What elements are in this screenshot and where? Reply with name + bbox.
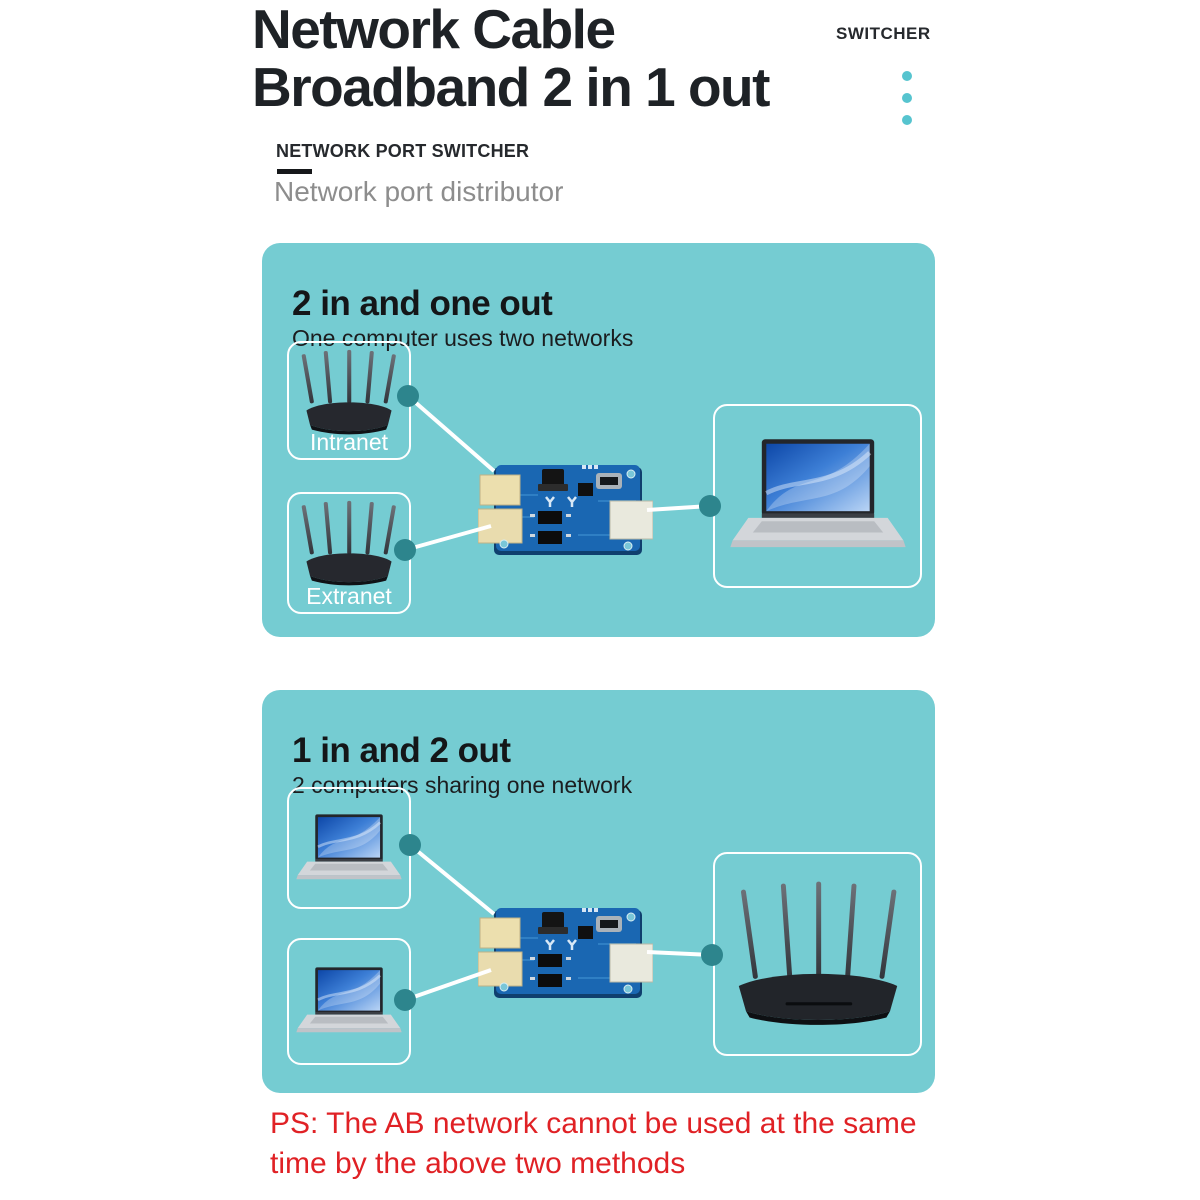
dot-icon [902, 71, 912, 81]
panel-title: 2 in and one out [292, 284, 553, 324]
circuit-board-icon [477, 455, 654, 570]
panel-1-in-2-out: 1 in and 2 out 2 computers sharing one n… [262, 690, 935, 1093]
switcher-badge: SWITCHER [836, 24, 931, 43]
page-title-line2: Broadband 2 in 1 out [252, 56, 770, 118]
router-icon [738, 881, 897, 1025]
page-title: Network Cable Broadband 2 in 1 out [252, 0, 770, 118]
footer-warning-line1: PS: The AB network cannot be used at the… [270, 1107, 917, 1140]
three-dots-icon [902, 71, 912, 125]
extranet-label: Extranet [306, 583, 392, 609]
router-box [713, 852, 922, 1056]
subtitle: Network port distributor [274, 176, 564, 207]
extranet-router-box: Extranet [287, 492, 411, 614]
footer-warning-line2: time by the above two methods [270, 1147, 686, 1180]
dot-icon [902, 93, 912, 103]
footer-warning: PS: The AB network cannot be used at the… [270, 1104, 917, 1184]
panel-subtitle: 2 computers sharing one network [292, 772, 633, 798]
panel-2-in-1-out: 2 in and one out One computer uses two n… [262, 243, 935, 637]
panel-title: 1 in and 2 out [292, 731, 511, 771]
router-icon [301, 500, 396, 586]
connection-line [646, 504, 711, 512]
circuit-board-icon [477, 898, 654, 1013]
laptop-box [287, 787, 411, 909]
dot-icon [902, 115, 912, 125]
connection-line [646, 950, 713, 957]
panel-subtitle: One computer uses two networks [292, 325, 634, 351]
intranet-router-box: Intranet [287, 341, 411, 460]
laptop-box [713, 404, 922, 588]
laptop-icon [296, 813, 402, 879]
underline-dash [277, 169, 312, 174]
page-title-line1: Network Cable [252, 0, 616, 60]
router-icon [301, 349, 396, 434]
caps-subtitle: NETWORK PORT SWITCHER [276, 141, 530, 161]
laptop-box [287, 938, 411, 1065]
laptop-icon [729, 439, 906, 548]
laptop-icon [296, 967, 402, 1033]
intranet-label: Intranet [310, 429, 388, 455]
